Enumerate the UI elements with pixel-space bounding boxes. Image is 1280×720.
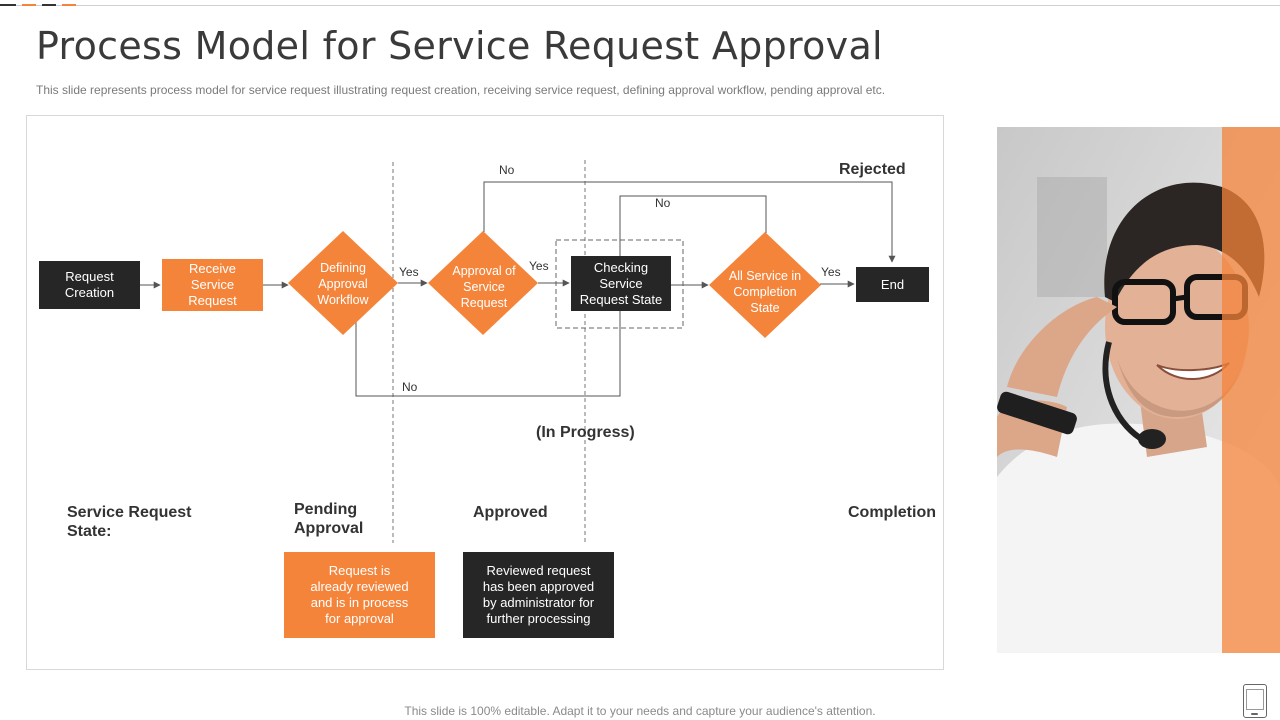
top-rule — [0, 5, 1280, 6]
tablet-icon — [1243, 684, 1267, 718]
header-dash — [22, 4, 36, 6]
photo-headset-man — [997, 127, 1280, 653]
state-approved: Approved — [473, 504, 548, 521]
decision-diamond-defining — [288, 231, 398, 335]
state-completion: Completion — [848, 504, 936, 521]
state-pending-approval: Pending Approval — [294, 501, 364, 537]
header-dash — [62, 4, 76, 6]
edge-label-no: No — [655, 196, 671, 210]
node-end: End — [856, 267, 929, 302]
diagram-panel — [26, 115, 944, 670]
label-all-service: All Service in Completion State — [728, 269, 802, 315]
decision-diamond-approval — [428, 231, 538, 335]
label-defining-workflow: Defining Approval Workflow — [317, 261, 369, 307]
edge-label-yes: Yes — [821, 265, 841, 279]
checking-frame — [555, 239, 684, 329]
slide-footer: This slide is 100% editable. Adapt it to… — [404, 704, 876, 718]
no-path-inner — [619, 195, 767, 256]
node-request-creation: Request Creation — [39, 261, 140, 309]
edge-label-yes: Yes — [399, 265, 419, 279]
label-approval: Approval of Service Request — [452, 264, 516, 310]
note-approved: Reviewed request has been approved by ad… — [463, 552, 614, 638]
slide-title: Process Model for Service Request Approv… — [36, 24, 883, 68]
note-pending-approval: Request is already reviewed and is in pr… — [284, 552, 435, 638]
header-dash — [0, 4, 16, 6]
slide-subtitle: This slide represents process model for … — [36, 83, 886, 97]
header-dash — [42, 4, 56, 6]
node-receive-service-request: Receive Service Request — [162, 259, 263, 311]
edge-label-no: No — [499, 163, 515, 177]
state-rejected: Rejected — [839, 161, 906, 178]
no-path-top — [483, 181, 896, 263]
node-checking-state: Checking Service Request State — [571, 256, 671, 311]
edge-label-no: No — [402, 380, 418, 394]
decision-diamond-completion — [709, 232, 821, 338]
state-in-progress: (In Progress) — [536, 424, 635, 441]
state-service-request-state: Service Request State: — [67, 504, 192, 540]
no-path-bottom — [355, 311, 621, 397]
edge-label-yes: Yes — [529, 259, 549, 273]
